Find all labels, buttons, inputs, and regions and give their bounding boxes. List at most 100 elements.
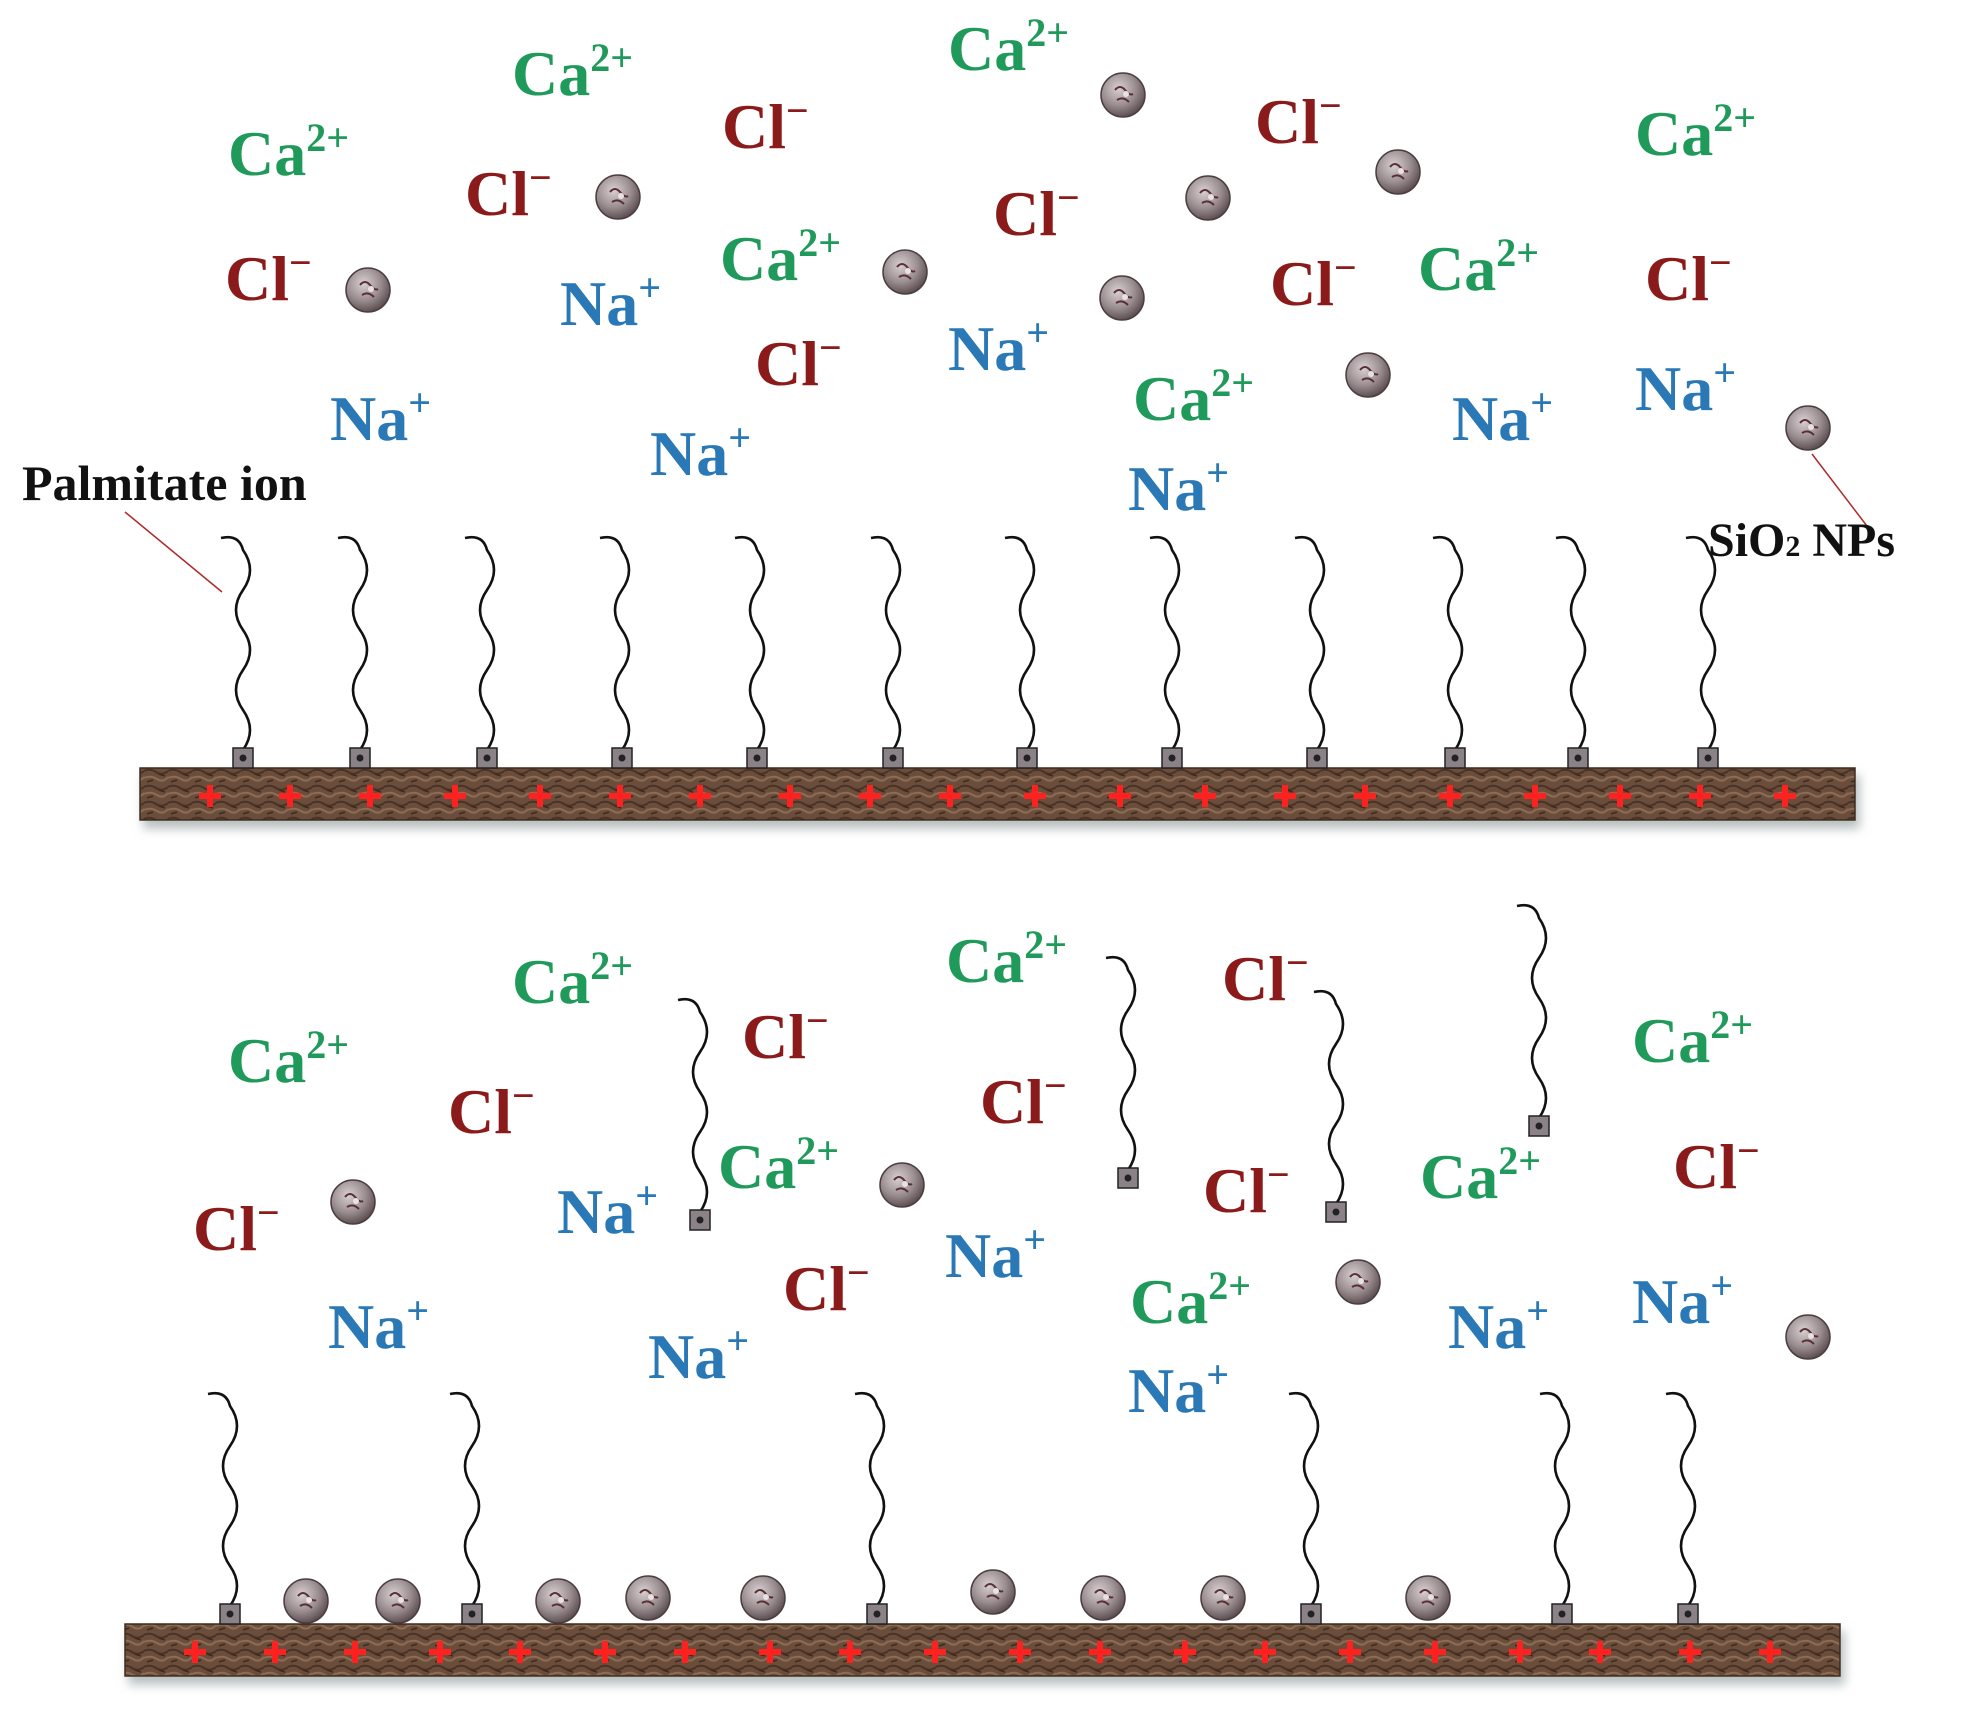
ion-symbol: Na [560, 268, 638, 339]
positive-charge [1024, 785, 1046, 807]
positive-charge [839, 1641, 861, 1663]
ca-ion: Ca2+ [946, 922, 1067, 996]
sio2-label-main: SiO [1708, 514, 1785, 567]
ca-ion: Ca2+ [512, 943, 633, 1017]
ion-charge: − [806, 998, 829, 1043]
ion-charge: + [1206, 1352, 1229, 1397]
palmitate-chain [337, 535, 371, 769]
palmitate-chain [599, 535, 633, 769]
ion-symbol: Cl [755, 328, 819, 399]
na-ion: Na+ [328, 1288, 429, 1362]
na-ion: Na+ [1452, 380, 1553, 454]
positive-charge [1089, 1641, 1111, 1663]
palmitate-chain [207, 1391, 241, 1625]
sio2-nanoparticle [1785, 1314, 1831, 1360]
palmitate-chain [449, 1391, 483, 1625]
cl-ion: Cl− [1645, 240, 1732, 314]
na-ion: Na+ [560, 265, 661, 339]
sio2-nanoparticle [1100, 72, 1146, 118]
palmitate-chain [220, 535, 254, 769]
ion-symbol: Na [1128, 1355, 1206, 1426]
ion-symbol: Na [1128, 453, 1206, 524]
ion-symbol: Ca [1420, 1141, 1498, 1212]
ion-charge: + [1206, 450, 1229, 495]
cl-ion: Cl− [448, 1073, 535, 1147]
positive-charge [759, 1641, 781, 1663]
positive-charge [444, 785, 466, 807]
palmitate-chain [1516, 903, 1550, 1137]
ion-charge: 2+ [306, 1022, 349, 1067]
rock-surface [139, 767, 1856, 821]
ion-symbol: Cl [1203, 1155, 1267, 1226]
cl-ion: Cl− [742, 998, 829, 1072]
ion-symbol: Cl [993, 178, 1057, 249]
ion-charge: − [1057, 175, 1080, 220]
ion-charge: + [1023, 1217, 1046, 1262]
chain-tail [1313, 989, 1345, 1205]
palmitate-chain [870, 535, 904, 769]
ion-symbol: Ca [1133, 363, 1211, 434]
ion-charge: − [847, 1250, 870, 1295]
positive-charge [1589, 1641, 1611, 1663]
ion-symbol: Cl [193, 1193, 257, 1264]
cl-ion: Cl− [1222, 940, 1309, 1014]
positive-charge [199, 785, 221, 807]
ion-charge: − [1044, 1063, 1067, 1108]
ion-charge: 2+ [1498, 1138, 1541, 1183]
chain-tail [220, 535, 252, 751]
ion-charge: − [289, 240, 312, 285]
ion-symbol: Ca [720, 223, 798, 294]
ion-symbol: Ca [512, 946, 590, 1017]
palmitate-chain [1539, 1391, 1573, 1625]
positive-charge [1679, 1641, 1701, 1663]
na-ion: Na+ [1128, 450, 1229, 524]
ion-charge: + [638, 265, 661, 310]
top-mineral-surface [139, 767, 1856, 821]
cl-ion: Cl− [980, 1063, 1067, 1137]
chain-tail [1665, 1391, 1697, 1607]
chain-tail [734, 535, 766, 751]
ion-symbol: Na [1635, 353, 1713, 424]
positive-charge [429, 1641, 451, 1663]
chain-tail [1555, 535, 1587, 751]
sio2-nanoparticle [740, 1575, 786, 1621]
chain-tail [854, 1391, 886, 1607]
positive-charge [609, 785, 631, 807]
palmitate-ion-label: Palmitate ion [22, 455, 307, 511]
ion-symbol: Ca [228, 118, 306, 189]
na-ion: Na+ [648, 1318, 749, 1392]
na-ion: Na+ [1128, 1352, 1229, 1426]
sio2-nanoparticle [1335, 1259, 1381, 1305]
chain-tail [1432, 535, 1464, 751]
ion-charge: 2+ [796, 1128, 839, 1173]
ion-charge: − [1737, 1128, 1760, 1173]
positive-charge [1339, 1641, 1361, 1663]
ion-symbol: Na [328, 1291, 406, 1362]
cl-ion: Cl− [722, 88, 809, 162]
ion-charge: − [1334, 245, 1357, 290]
chain-tail [1539, 1391, 1571, 1607]
positive-charge [1439, 785, 1461, 807]
sio2-nanoparticles [283, 72, 1831, 1624]
ion-symbol: Na [1452, 383, 1530, 454]
ca-ion: Ca2+ [1420, 1138, 1541, 1212]
ion-charge: + [728, 415, 751, 460]
chain-tail [870, 535, 902, 751]
ion-charge: − [1319, 83, 1342, 128]
chain-tail [1149, 535, 1181, 751]
ion-charge: + [1026, 310, 1049, 355]
chain-tail [1105, 955, 1137, 1171]
na-ion: Na+ [948, 310, 1049, 384]
ca-ion: Ca2+ [512, 35, 633, 109]
positive-charge [1424, 1641, 1446, 1663]
palmitate-chain [1105, 955, 1139, 1189]
ion-symbol: Ca [718, 1131, 796, 1202]
sio2-label-sub: 2 [1785, 530, 1800, 563]
cl-ion: Cl− [755, 325, 842, 399]
ion-charge: − [1267, 1152, 1290, 1197]
chain-tail [464, 535, 496, 751]
sio2-nanoparticle [283, 1578, 329, 1624]
positive-charge [184, 1641, 206, 1663]
